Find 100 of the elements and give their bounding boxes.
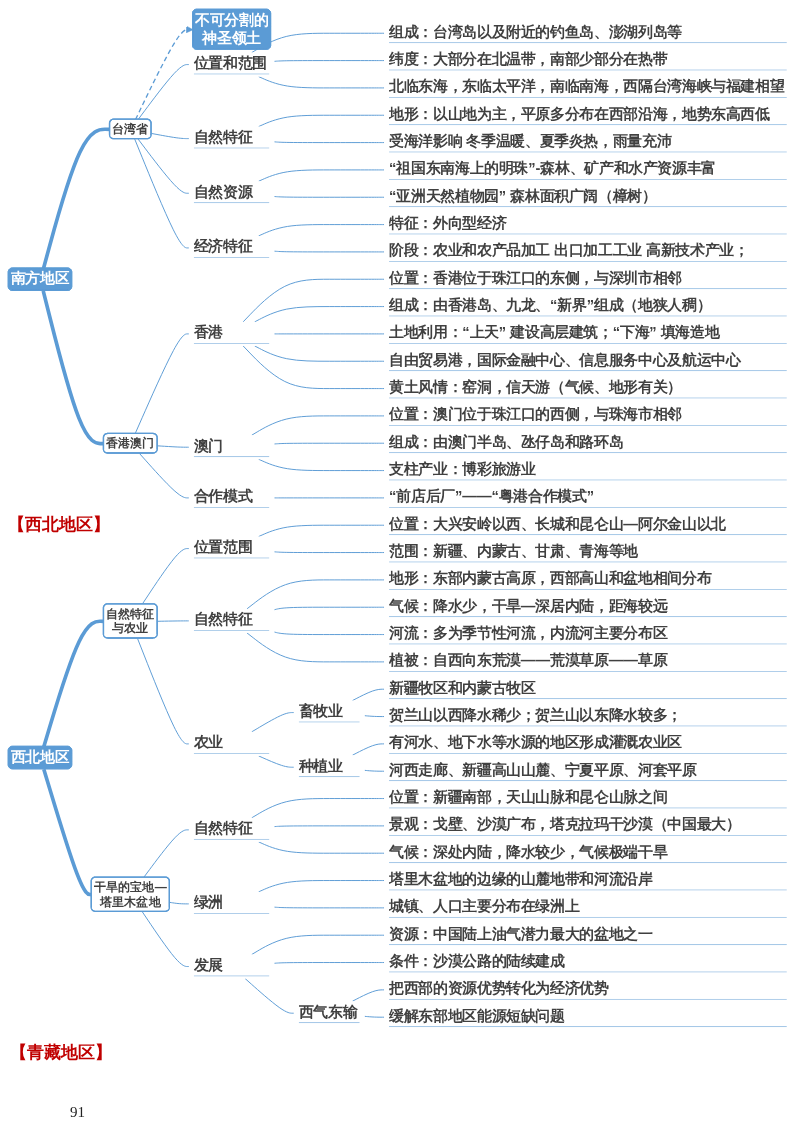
node-text: 位置：大兴安岭以西、长城和昆仑山—阿尔金山以北: [389, 515, 726, 532]
node-text: 植被：自西向东荒漠——荒漠草原——草原: [389, 652, 668, 669]
node-text: 澳门: [193, 437, 224, 454]
connector: [273, 196, 385, 198]
connector: [273, 631, 385, 636]
node-text: 有河水、地下水等水源的地区形成灌溉农业区: [389, 734, 682, 751]
connector: [258, 169, 385, 182]
node-text: 资源：中国陆上油气潜力最大的盆地之一: [389, 925, 653, 942]
node-text: 条件：沙漠公路的陆续建成: [389, 952, 565, 970]
node-text: 自然资源: [193, 183, 253, 200]
connector: [273, 60, 385, 62]
connector: [251, 712, 295, 733]
connector: [258, 755, 295, 768]
connector: [137, 637, 190, 745]
connector: [251, 798, 385, 819]
node-text: “前店后厂”——“粤港合作模式”: [389, 488, 595, 505]
node-text: 河流：多为季节性河流，内流河主要分布区: [389, 624, 668, 642]
node-text: “亚洲天然植物园” 森林面积广阔（樟树）: [389, 187, 657, 204]
connector: [258, 524, 385, 538]
connector: [258, 841, 385, 854]
connector: [157, 620, 190, 622]
node-text: 地形：东部内蒙古高原，西部高山和盆地相间分布: [389, 570, 712, 587]
connector: [141, 548, 190, 605]
connector: [273, 250, 385, 253]
connector: [134, 333, 190, 435]
node-text: 组成：由香港岛、九龙、“新界”组成（地狭人稠）: [389, 296, 712, 314]
node-text: 自然特征: [193, 129, 253, 146]
node-text: 北临东海，东临太平洋，南临南海，西隔台湾海峡与福建相望: [389, 78, 785, 95]
node-text: 位置范围: [193, 538, 253, 556]
node-text: 组成：台湾岛以及附近的钓鱼岛、澎湖列岛等: [389, 23, 682, 40]
node-text: 新疆牧区和内蒙古牧区: [389, 679, 536, 696]
connector: [273, 962, 385, 964]
connector: [42, 768, 92, 897]
connector: [244, 978, 295, 1014]
connector: [157, 445, 190, 448]
node-text: 景观：戈壁、沙漠广布，塔克拉玛干沙漠（中国最大）: [389, 816, 741, 833]
node-text: 支柱产业：博彩旅游业: [389, 460, 536, 478]
connector: [251, 415, 385, 436]
node-text: 塔里木盆地的边缘的山麓地带和河流沿岸: [389, 870, 653, 888]
node-text: 把西部的资源优势转化为经济优势: [389, 980, 609, 997]
node-text: 位置：新疆南部，天山山脉和昆仑山脉之间: [389, 788, 668, 806]
connector: [273, 442, 385, 445]
node-text: 自然特征: [193, 611, 253, 628]
node-text: 位置和范围: [193, 54, 267, 72]
connector: [364, 1015, 385, 1018]
node-text: 阶段：农业和农产品加工 出口加工工业 高新技术产业；: [389, 242, 749, 259]
connector: [251, 32, 385, 54]
node-text: “祖国东南海上的明珠”-森林、矿产和水产资源丰富: [389, 160, 717, 177]
page-number: 91: [70, 1104, 85, 1121]
node-text: 畜牧业: [298, 702, 343, 720]
connector: [141, 911, 190, 967]
connector: [42, 619, 104, 748]
connector: [138, 452, 190, 499]
connector: [137, 64, 190, 121]
node-text: 自然特征: [193, 820, 253, 837]
arrow: [134, 25, 194, 121]
connector: [258, 458, 385, 472]
node-text: 发展: [193, 956, 224, 974]
node-text: 受海洋影响 冬季温暖、夏季炎热，雨量充沛: [389, 132, 672, 150]
node-text: 农业: [193, 734, 224, 751]
connector: [254, 345, 385, 362]
node-text: 位置：澳门位于珠江口的西侧，与珠海市相邻: [389, 406, 682, 423]
connector: [41, 127, 110, 269]
node-text: 缓解东部地区能源短缺问题: [389, 1007, 565, 1024]
connector: [258, 224, 385, 237]
connector: [258, 76, 385, 89]
connector: [273, 906, 385, 909]
node-text: 组成：由澳门半岛、氹仔岛和路环岛: [389, 433, 624, 450]
node-text: 合作模式: [193, 488, 253, 505]
connector: [273, 497, 385, 499]
connector: [273, 825, 385, 828]
node-text: 纬度：大部分在北温带，南部少部分在热带: [389, 50, 668, 68]
connector: [352, 688, 385, 701]
node-text: 黄土风情：窑洞，信天游（气候、地形有关）: [389, 378, 682, 396]
node-text: 土地利用：“上天” 建设高层建筑；“下海” 填海造地: [389, 324, 720, 341]
node-text: 绿洲: [193, 894, 224, 911]
node-text: 自由贸易港，国际金融中心、信息服务中心及航运中心: [389, 351, 741, 368]
connector: [242, 345, 385, 390]
connector: [246, 579, 385, 610]
connector: [41, 290, 104, 446]
connector: [169, 901, 190, 905]
node-text: 特征：外向型经济: [389, 214, 507, 232]
connector: [352, 989, 385, 1002]
connector: [254, 306, 385, 323]
node-text: 范围：新疆、内蒙古、甘肃、青海等地: [389, 542, 638, 560]
connector: [273, 551, 385, 554]
connector: [258, 880, 385, 893]
node-text: 气候：降水少，干旱—深居内陆，距海较远: [389, 597, 668, 614]
node-text: 位置：香港位于珠江口的东侧，与深圳市相邻: [389, 269, 682, 286]
connector: [137, 138, 190, 194]
connector: [242, 278, 385, 323]
connector: [273, 333, 385, 335]
section-heading: 【青藏地区】: [10, 1041, 112, 1064]
connector: [134, 138, 190, 249]
connector: [273, 141, 385, 144]
node-text: 城镇、人口主要分布在绿洲上: [389, 898, 580, 915]
connector: [364, 769, 385, 772]
connector: [251, 934, 385, 955]
node-text: 河西走廊、新疆高山山麓、宁夏平原、河套平原: [389, 761, 697, 778]
connector: [352, 743, 385, 756]
